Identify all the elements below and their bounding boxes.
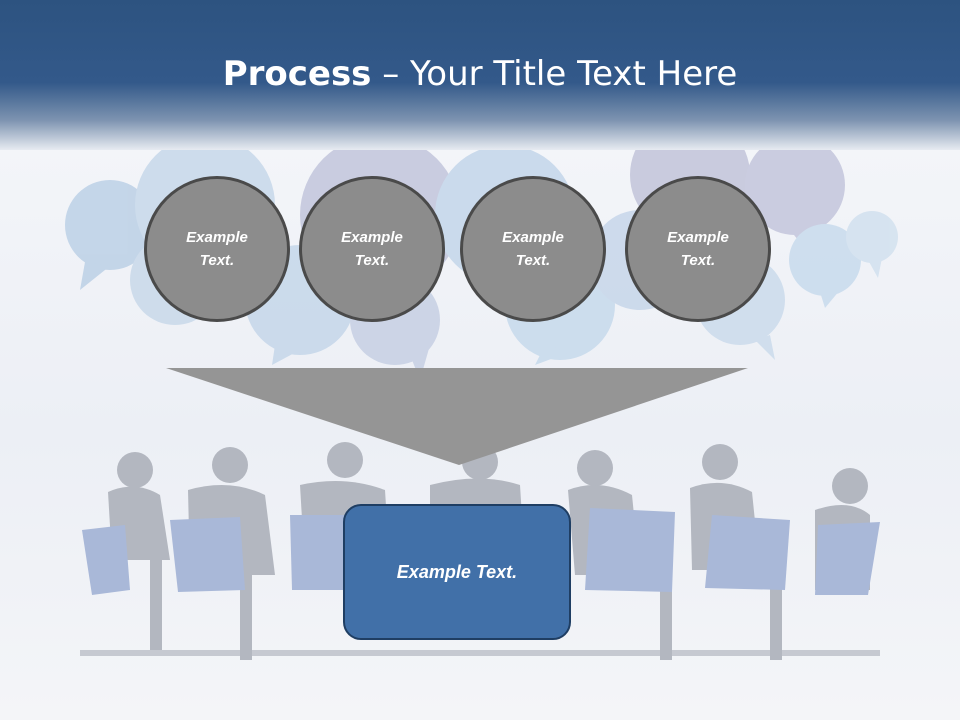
result-box[interactable]: Example Text. xyxy=(343,504,571,640)
title-bar xyxy=(0,0,960,150)
process-circle-1[interactable]: Example Text. xyxy=(144,176,290,322)
process-circle-1-label: Example Text. xyxy=(186,229,248,269)
process-circle-2-label: Example Text. xyxy=(341,229,403,269)
title-bold: Process xyxy=(222,54,372,94)
process-circle-3[interactable]: Example Text. xyxy=(460,176,606,322)
process-circle-3-label: Example Text. xyxy=(502,229,564,269)
slide-title: Process – Your Title Text Here xyxy=(0,54,960,94)
title-rest: – Your Title Text Here xyxy=(371,54,738,94)
chairs xyxy=(82,508,880,595)
process-circle-4-label: Example Text. xyxy=(667,229,729,269)
process-circle-4[interactable]: Example Text. xyxy=(625,176,771,322)
result-box-label: Example Text. xyxy=(396,561,518,582)
process-circle-2[interactable]: Example Text. xyxy=(299,176,445,322)
